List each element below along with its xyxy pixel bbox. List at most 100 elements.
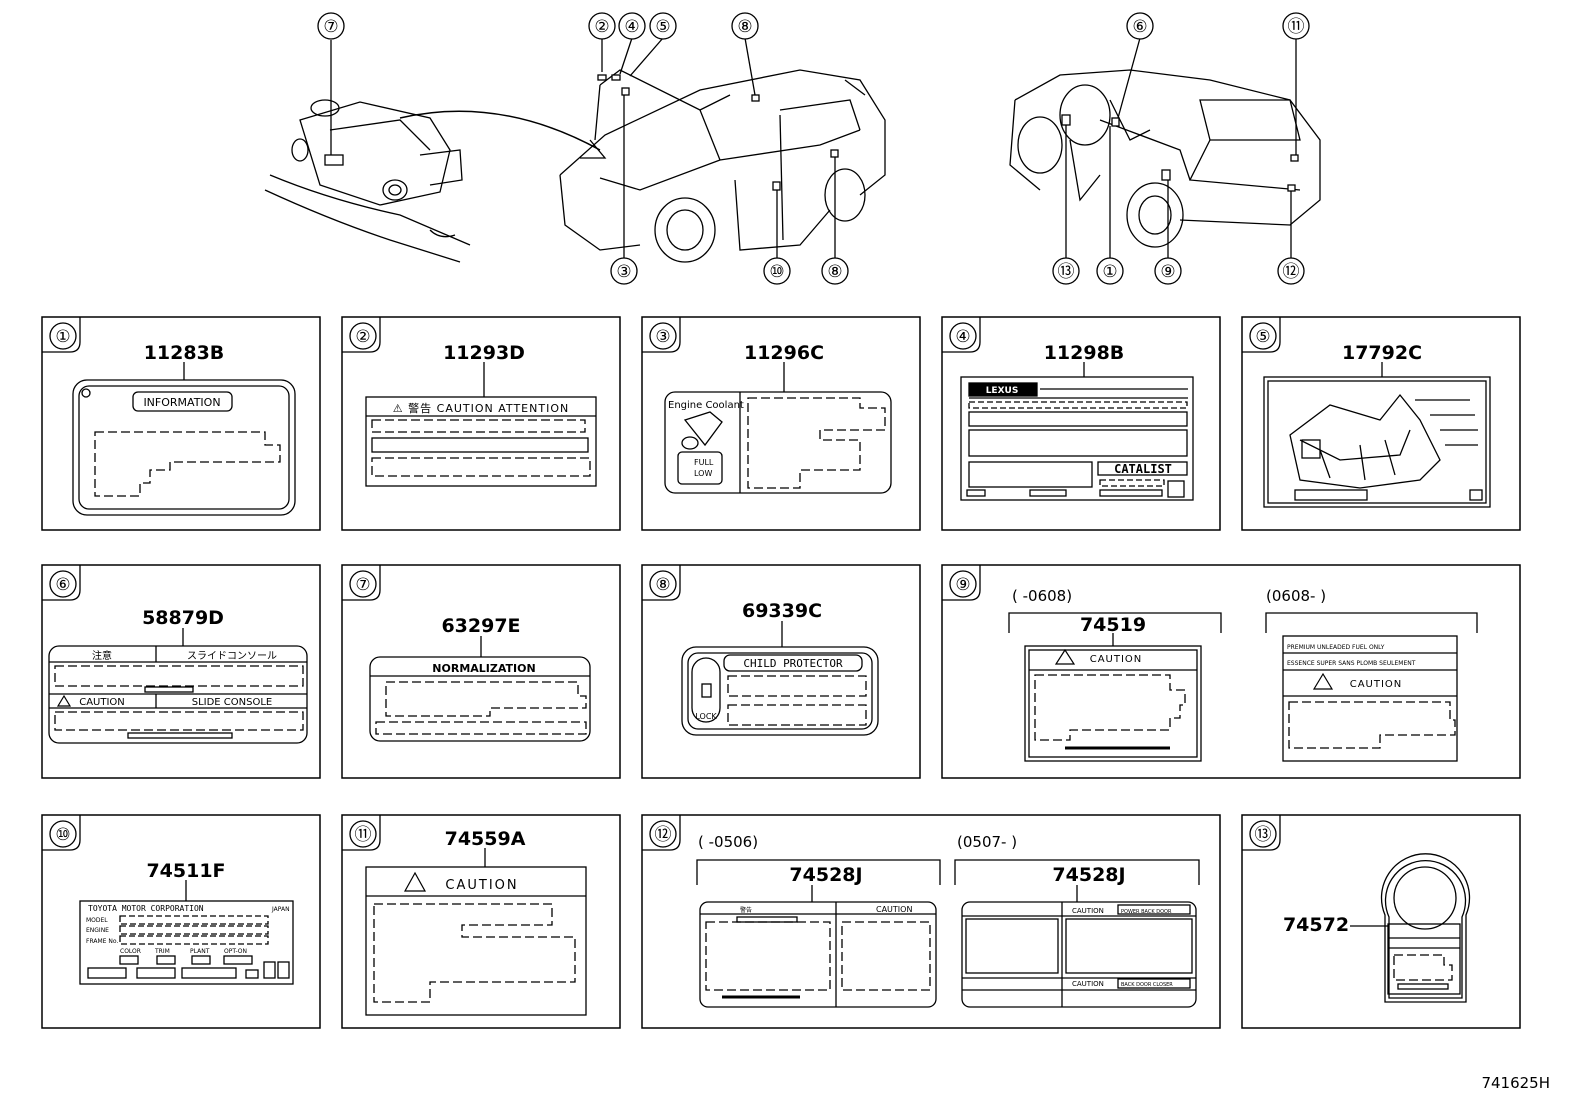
label-74528J [696, 859, 1200, 1008]
warning-triangle-icon [56, 694, 72, 707]
label-text: CAUTION [1090, 654, 1143, 665]
label-11283B [72, 362, 296, 516]
part-number: 69339C [742, 600, 822, 622]
label-text: NORMALIZATION [432, 662, 535, 675]
callout-11: ⑪ [1288, 17, 1305, 37]
label-text: POWER BACK DOOR [1121, 909, 1172, 915]
panel-frames [41, 316, 1521, 1029]
brand-logo: LEXUS [986, 386, 1019, 396]
label-text: OPT-ON [224, 948, 247, 955]
callout-circles [317, 12, 1310, 285]
callout-13: ⑬ [1058, 262, 1075, 282]
part-number: 11293D [443, 342, 525, 364]
label-58879D [48, 628, 308, 744]
panel-number: ⑨ [955, 575, 970, 595]
label-text: COLOR [120, 948, 141, 955]
label-text: CAUTION [876, 905, 912, 914]
part-number: 11296C [744, 342, 824, 364]
label-11298B [960, 362, 1194, 501]
label-texts: INFORMATION ⚠ 警告 CAUTION ATTENTION Engin… [79, 386, 1416, 988]
panel-number: ⑪ [355, 825, 372, 845]
label-text: スライドコンソール [187, 650, 277, 662]
panel-number: ⑩ [55, 825, 70, 845]
panel-tabs [42, 317, 1281, 851]
panel-number: ⑦ [355, 575, 370, 595]
part-number: 74572 [1283, 914, 1349, 936]
callout-3: ③ [616, 262, 631, 282]
label-text: CAUTION [1350, 679, 1403, 690]
part-number: 58879D [142, 607, 224, 629]
label-text: INFORMATION [143, 396, 220, 409]
label-text: ENGINE [86, 927, 109, 934]
label-text: MODEL [86, 917, 108, 924]
callout-6: ⑥ [1132, 17, 1147, 37]
callout-8-top: ⑧ [737, 17, 752, 37]
label-text: PREMIUM UNLEADED FUEL ONLY [1287, 644, 1385, 651]
label-text: CAUTION [79, 697, 125, 708]
warning-triangle-icon [403, 871, 427, 892]
date-range: (0507- ) [957, 833, 1017, 851]
callout-5: ⑤ [655, 17, 670, 37]
panel-number: ② [355, 327, 370, 347]
callout-1: ① [1102, 262, 1117, 282]
warning-triangle-icons [56, 648, 1334, 892]
label-text: Engine Coolant [668, 400, 744, 411]
label-17792C [1263, 362, 1491, 508]
label-text: LOCK [695, 712, 717, 721]
label-text: CAUTION [445, 878, 518, 893]
date-range: (0608- ) [1266, 587, 1326, 605]
engine-detail-illustration [264, 40, 607, 263]
label-text: FRAME No. [86, 938, 118, 945]
callout-12: ⑫ [1283, 262, 1300, 282]
label-text: TOYOTA MOTOR CORPORATION [88, 904, 204, 913]
label-text: 警告 [740, 906, 752, 914]
label-text: ESSENCE SUPER SANS PLOMB SEULEMENT [1287, 660, 1416, 667]
label-text: TRIM [154, 948, 170, 955]
panel-number: ⑫ [655, 825, 672, 845]
date-range: ( -0608) [1012, 587, 1072, 605]
panel-numbers: ① ② ③ ④ ⑤ ⑥ ⑦ ⑧ ⑨ ⑩ ⑪ ⑫ ⑬ [55, 327, 1271, 845]
part-number: 74528J [789, 864, 862, 886]
label-74572 [1350, 853, 1471, 1003]
label-text: CAUTION [1072, 980, 1104, 988]
panel-number: ③ [655, 327, 670, 347]
label-63297E [369, 636, 591, 742]
panel-number: ⑥ [55, 575, 70, 595]
label-text: JAPAN [271, 906, 290, 913]
label-text: CATALIST [1114, 462, 1172, 476]
part-number: 63297E [441, 615, 520, 637]
warning-triangle-icon [1312, 672, 1334, 690]
label-text: PLANT [190, 948, 210, 955]
part-number: 74559A [445, 828, 526, 850]
callout-10: ⑩ [769, 262, 784, 282]
callout-9: ⑨ [1160, 262, 1175, 282]
panel-number: ④ [955, 327, 970, 347]
label-text: SLIDE CONSOLE [192, 697, 273, 708]
label-text: 注意 [92, 649, 112, 662]
label-74511F [79, 880, 294, 985]
label-text: CAUTION [1072, 907, 1104, 915]
date-range: ( -0506) [698, 833, 758, 851]
date-ranges: ( -0608) (0608- ) ( -0506) (0507- ) [698, 587, 1326, 851]
label-text: ⚠ 警告 CAUTION ATTENTION [393, 401, 569, 415]
front-car-illustration [559, 37, 886, 263]
warning-triangle-icon [1054, 648, 1076, 665]
callout-7: ⑦ [323, 17, 338, 37]
label-74519 [1008, 612, 1478, 762]
rear-car-illustration [1009, 37, 1321, 258]
label-11293D [365, 362, 597, 487]
part-number: 74511F [146, 860, 225, 882]
part-number: 74528J [1052, 864, 1125, 886]
label-text: FULL [694, 458, 714, 467]
label-text: BACK DOOR CLOSER [1121, 982, 1173, 988]
panel-number: ① [55, 327, 70, 347]
part-number: 11298B [1044, 342, 1125, 364]
callout-4: ④ [624, 17, 639, 37]
part-number: 74519 [1080, 614, 1146, 636]
callout-numbers: ⑦ ② ④ ⑤ ⑧ ③ ⑩ ⑧ ⑥ ⑪ ⑬ ① ⑨ ⑫ [323, 17, 1304, 282]
label-11296C [664, 362, 892, 494]
panel-number: ⑤ [1255, 327, 1270, 347]
callout-8-bottom: ⑧ [827, 262, 842, 282]
part-number: 17792C [1342, 342, 1422, 364]
panel-number: ⑧ [655, 575, 670, 595]
